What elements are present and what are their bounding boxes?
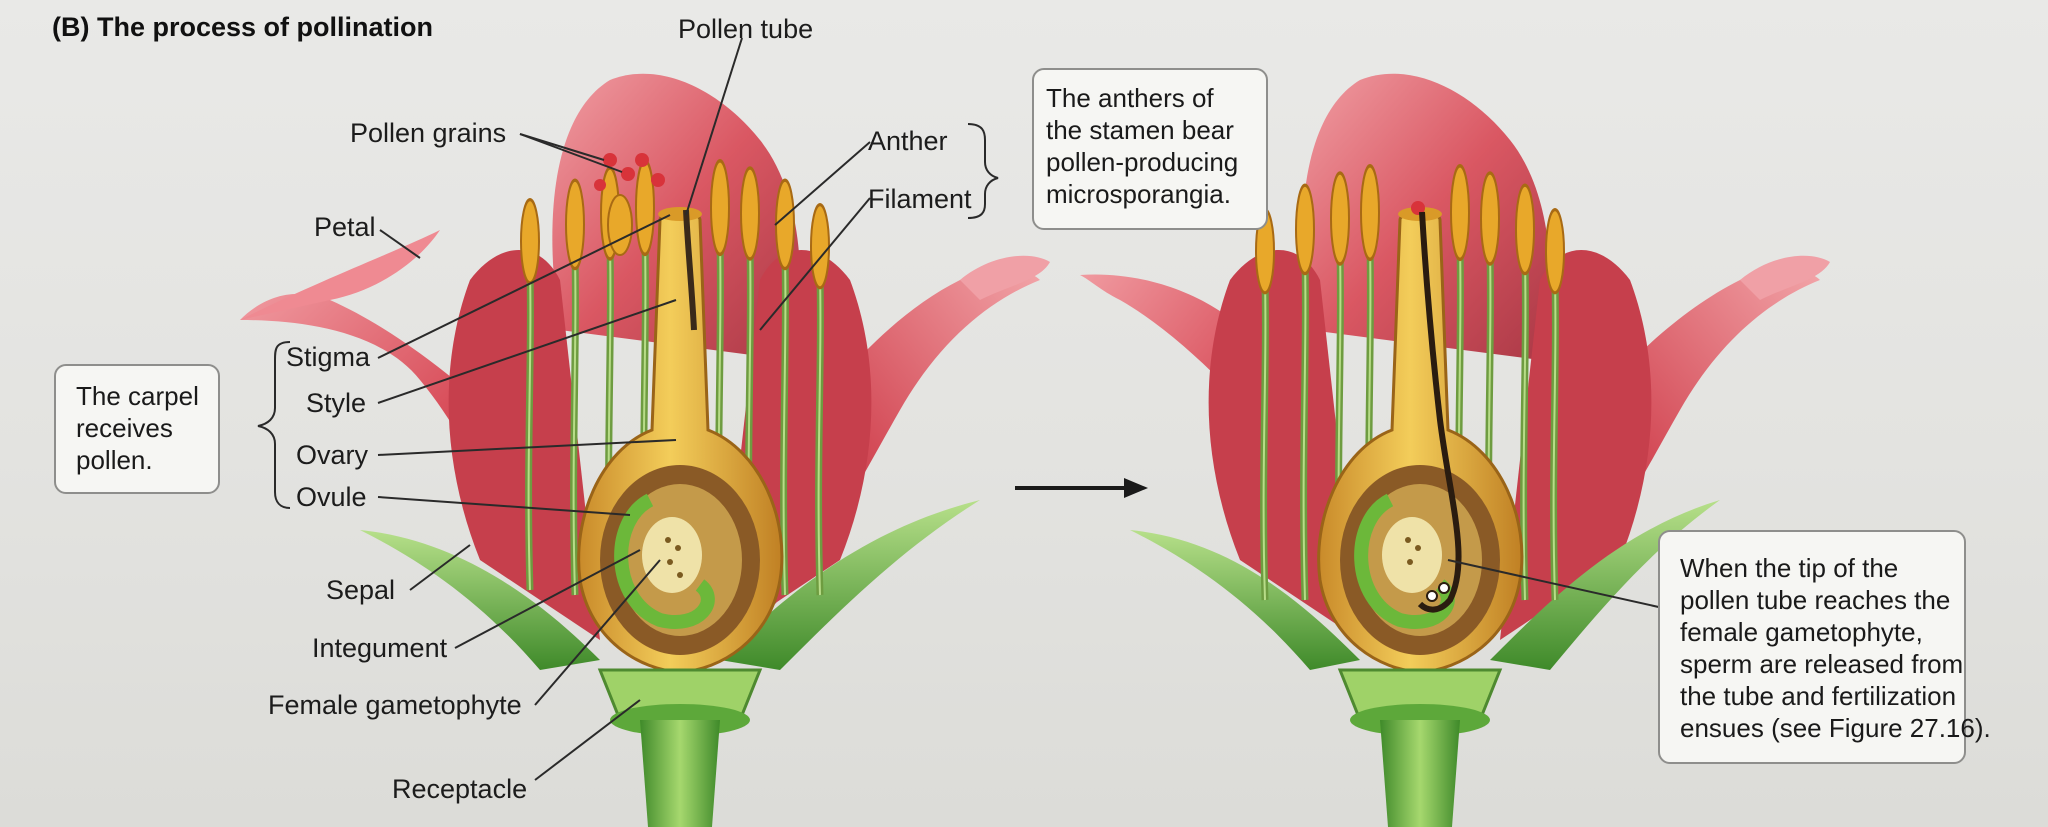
pollen-tube-right xyxy=(1417,211,1462,613)
callout-carpel: The carpel receives pollen. xyxy=(54,364,220,494)
pollen-grains xyxy=(594,153,665,256)
stem-left xyxy=(640,720,720,827)
callout-fertilization: When the tip of the pollen tube reaches … xyxy=(1658,530,1991,764)
label-receptacle: Receptacle xyxy=(392,774,528,804)
left-flower xyxy=(240,73,1050,827)
label-pollen-grains: Pollen grains xyxy=(350,118,507,148)
label-sepal: Sepal xyxy=(326,575,396,605)
label-pollen-tube: Pollen tube xyxy=(678,14,814,44)
label-anther: Anther xyxy=(868,126,948,156)
label-stigma: Stigma xyxy=(286,342,371,372)
left-sepal xyxy=(360,530,600,670)
ovule-left xyxy=(614,493,715,629)
figure-title: (B) The process of pollination xyxy=(52,12,434,42)
label-petal: Petal xyxy=(314,212,376,242)
label-ovary: Ovary xyxy=(296,440,369,470)
right-sepal xyxy=(720,500,980,670)
label-filament: Filament xyxy=(868,184,972,214)
leader-lines xyxy=(257,37,1673,781)
label-ovule: Ovule xyxy=(296,482,367,512)
pollen-tube-left xyxy=(683,209,697,331)
label-integument: Integument xyxy=(312,633,448,663)
right-flower xyxy=(1080,73,1830,827)
process-arrow xyxy=(1015,478,1148,498)
label-style: Style xyxy=(306,388,367,418)
label-female-gametophyte: Female gametophyte xyxy=(268,690,522,720)
callout-anthers: The anthers of the stamen bear pollen-pr… xyxy=(1032,68,1268,230)
